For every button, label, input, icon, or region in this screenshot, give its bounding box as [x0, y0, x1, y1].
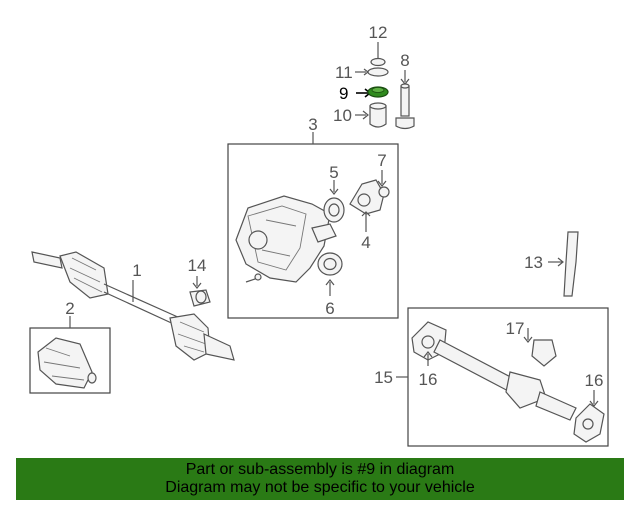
part-info-banner: Part or sub-assembly is #9 in diagram Di… [16, 458, 624, 500]
part-11-seal-ring [355, 67, 389, 77]
callout-13: 13 [524, 253, 543, 272]
banner-line-1: Part or sub-assembly is #9 in diagram [185, 461, 455, 478]
part-12-oring [370, 42, 386, 67]
callout-16-left: 16 [419, 370, 438, 389]
callout-17: 17 [506, 319, 525, 338]
part-8-bolt [395, 70, 415, 130]
differential-box [227, 132, 399, 319]
callout-16-right: 16 [585, 371, 604, 390]
part-1-axle-shaft [31, 251, 235, 361]
callout-15: 15 [374, 368, 393, 387]
callout-5: 5 [329, 163, 338, 182]
callout-12: 12 [369, 23, 388, 42]
part-10-bushing [355, 102, 387, 128]
callout-3: 3 [308, 115, 317, 134]
callout-8: 8 [400, 51, 409, 70]
callout-7: 7 [377, 151, 386, 170]
callout-10: 10 [333, 106, 352, 125]
callout-14: 14 [188, 256, 207, 275]
callout-1: 1 [132, 261, 141, 280]
driveshaft-box [396, 307, 609, 447]
callout-11: 11 [335, 63, 353, 82]
part-2-boot-kit [29, 316, 111, 394]
part-9-cap-highlighted [356, 86, 389, 98]
banner-line-2: Diagram may not be specific to your vehi… [165, 479, 475, 496]
part-13-hose [548, 231, 579, 297]
callout-9: 9 [339, 84, 348, 103]
callout-6: 6 [325, 299, 334, 318]
part-14-mount [189, 276, 211, 307]
callout-2: 2 [65, 299, 74, 318]
callout-4: 4 [361, 233, 370, 252]
